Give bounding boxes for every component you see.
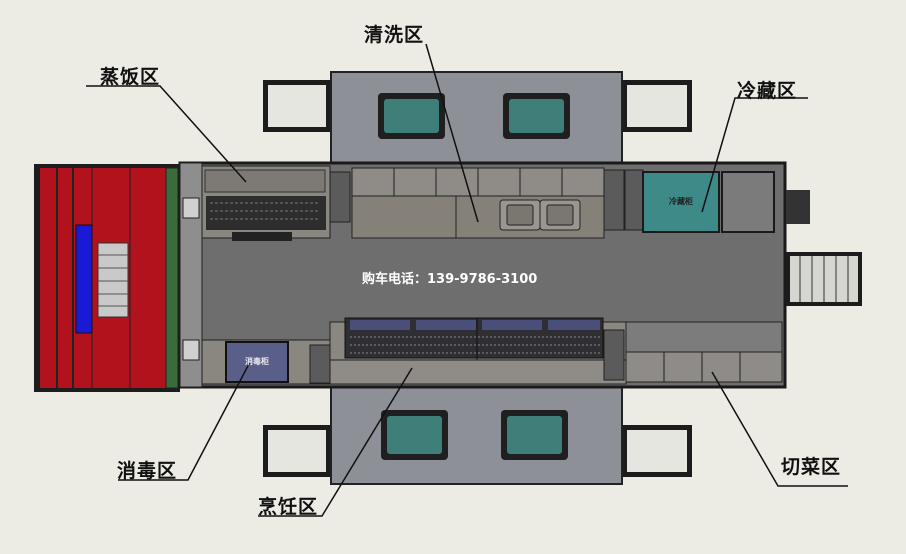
label-cold-storage-area: 冷藏区	[737, 80, 798, 102]
sink-left	[378, 93, 445, 139]
leader-cleaning	[425, 43, 479, 223]
leader-cooking	[258, 367, 413, 517]
label-cutting-area: 切菜区	[781, 456, 842, 478]
label-cooking-area: 烹饪区	[258, 496, 319, 518]
callout-leaders	[86, 43, 848, 517]
sink-right	[503, 93, 570, 139]
disinfect-cabinet-label: 消毒柜	[245, 357, 269, 366]
top-counter-run	[351, 167, 625, 239]
cooking-counter	[329, 317, 627, 385]
steaming-counter	[201, 165, 351, 241]
rear-ladder	[786, 190, 862, 306]
purchase-phone-text: 购车电话：139-9786-3100	[362, 272, 538, 287]
leader-cold-storage	[701, 97, 808, 213]
top-slideout-wing	[263, 71, 692, 169]
leader-cutting	[711, 371, 848, 487]
basin-1	[499, 199, 541, 231]
bottom-slideout-wing	[263, 381, 692, 485]
basin-2	[539, 199, 581, 231]
leader-disinfection	[118, 361, 251, 481]
stove-right	[501, 410, 568, 460]
cold-storage-cabinet	[624, 169, 775, 233]
label-cleaning-area: 清洗区	[364, 24, 425, 46]
cutting-counter	[625, 321, 783, 383]
truck-cab	[34, 164, 180, 392]
stove-left	[381, 410, 448, 460]
disinfection-cabinet	[201, 339, 331, 385]
leader-steaming	[86, 85, 247, 183]
label-disinfection-area: 消毒区	[117, 460, 178, 482]
label-steaming-area: 蒸饭区	[100, 66, 161, 88]
truck-body	[178, 161, 862, 389]
cold-cabinet-label: 冷藏柜	[669, 197, 693, 206]
